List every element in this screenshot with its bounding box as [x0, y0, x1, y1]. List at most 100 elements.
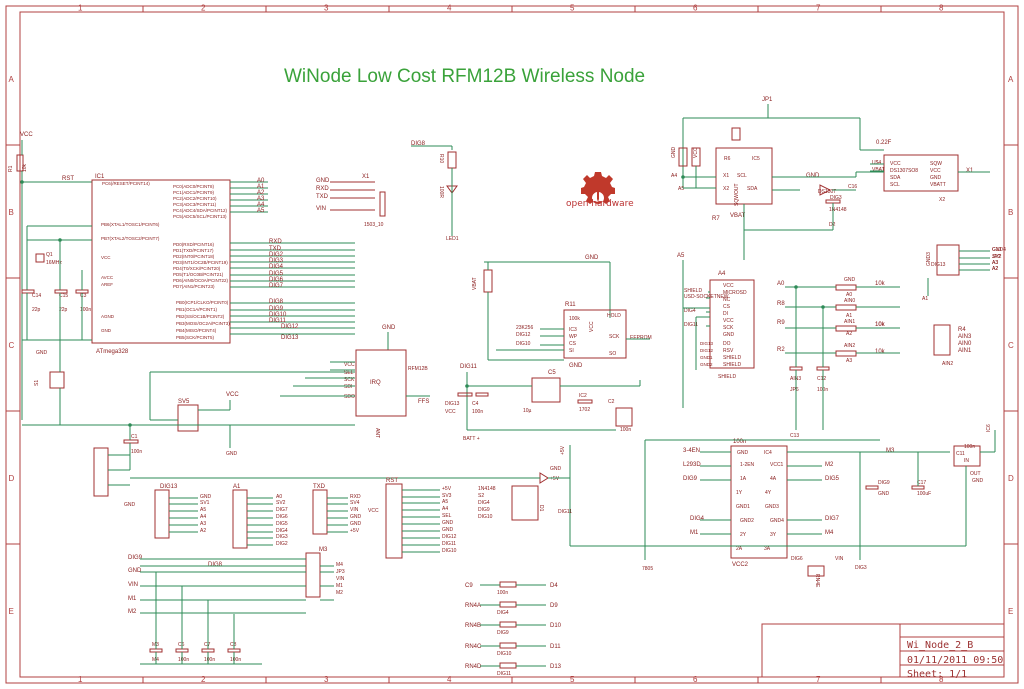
net-label: JP1 — [762, 97, 773, 103]
net-label: SV1 — [200, 500, 210, 506]
net-label: PB2(SS/OC1B/PCINT2) — [176, 314, 225, 319]
net-label: AIN3 — [958, 334, 972, 340]
net-label: M3 — [886, 448, 895, 454]
net-label: A0 — [276, 494, 282, 500]
net-label: RFM12B — [408, 366, 428, 372]
net-label: GND — [101, 328, 112, 333]
net-label: L293D — [683, 462, 701, 468]
net-label: GND — [36, 350, 48, 356]
net-label: A0 — [257, 178, 265, 184]
header — [177, 404, 199, 432]
junction-dot — [794, 285, 798, 289]
net-label: 1N4148 — [829, 207, 847, 213]
capacitor — [21, 289, 35, 294]
net-label: DIG6 — [791, 556, 803, 562]
net-label: S2 — [478, 493, 484, 499]
capacitor — [227, 648, 241, 653]
resistor — [499, 581, 517, 588]
net-label: SCK — [609, 334, 620, 340]
net-label: PD4(T0/XCK/PCINT20) — [173, 266, 221, 271]
net-label: DIG10 — [478, 514, 493, 520]
net-label: JP3 — [336, 569, 345, 575]
header — [385, 483, 403, 559]
net-label: 4A — [770, 476, 777, 482]
net-label: R1 — [8, 165, 14, 172]
title-block-date: 01/11/2011 09:50 — [907, 655, 1004, 666]
net-label: DIG10 — [269, 312, 287, 318]
net-label: TXD — [316, 194, 329, 200]
net-label: GND — [844, 277, 856, 283]
net-label: AVCC — [101, 275, 114, 280]
header — [933, 324, 951, 356]
net-label: 100n — [472, 409, 483, 415]
rtc-so8 — [883, 154, 959, 192]
capacitor — [816, 366, 830, 371]
net-label: VBAT — [872, 167, 885, 173]
net-label: SCL — [890, 182, 900, 188]
net-label: 100k — [569, 316, 580, 322]
net-label: 1Y — [736, 490, 743, 496]
net-label: 10k — [875, 281, 886, 287]
net-label: PB4(MISO/PCINT4) — [176, 328, 217, 333]
capacitor — [911, 485, 925, 490]
net-label: VCC — [930, 168, 941, 174]
net-label: C2 — [608, 399, 615, 405]
regulator — [531, 377, 561, 403]
net-label: 100n — [620, 427, 631, 433]
net-label: 22p — [59, 307, 68, 313]
column-label: 8 — [939, 675, 944, 684]
connector — [379, 191, 386, 217]
row-label: A — [1008, 75, 1014, 84]
net-label: C9 — [465, 583, 473, 589]
header — [936, 244, 960, 276]
net-label: DO — [723, 341, 731, 347]
net-label: DIG9 — [478, 507, 490, 513]
net-label: AIN2 — [844, 343, 855, 349]
net-label: DIG4 — [690, 516, 705, 522]
net-label: DIG13 — [160, 484, 178, 490]
row-label: D — [9, 474, 15, 483]
row-label: E — [1008, 607, 1013, 616]
logo-text: open hardware — [566, 199, 634, 209]
net-label: VCC — [890, 161, 901, 167]
net-label: RSV — [723, 348, 734, 354]
net-label: A2 — [992, 266, 998, 272]
net-label: PD5(T1/OC0B/PCINT21) — [173, 272, 224, 277]
net-label: PC4(ADC4/SDA/PCINT12) — [173, 208, 228, 213]
net-label: 10k — [875, 322, 886, 328]
net-label: RXD — [350, 494, 361, 500]
net-label: DIG12 — [442, 534, 457, 540]
resistor — [499, 621, 517, 628]
net-label: DIG13 — [931, 262, 946, 268]
junction-dot — [58, 238, 62, 242]
net-label: PB0(ICP1/CLKO/PCINT0) — [176, 300, 229, 305]
net-label: NC — [723, 297, 731, 303]
net-label: C12 — [817, 376, 826, 382]
net-label: GND — [723, 332, 735, 338]
header — [154, 489, 170, 539]
capacitor — [865, 485, 879, 490]
net-label: DIG3 — [276, 534, 288, 540]
net-label: PC2(ADC2/PCINT10) — [173, 196, 217, 201]
crystal — [731, 127, 741, 141]
net-label: AIN1 — [844, 319, 855, 325]
net-label: +5V — [560, 445, 566, 455]
net-label: 7805 — [642, 566, 653, 572]
net-label: GND — [350, 521, 362, 527]
net-label: C3 — [80, 293, 87, 299]
net-label: D2 — [829, 222, 836, 228]
net-label: SI — [569, 348, 574, 354]
net-label: AIN0 — [958, 341, 972, 347]
capacitor — [577, 399, 593, 404]
net-label: D1 — [538, 505, 544, 512]
net-label: VCC — [226, 392, 239, 398]
net-label: A3 — [992, 260, 998, 266]
net-label: DIG13 — [445, 401, 460, 407]
column-label: 2 — [201, 4, 206, 13]
net-label: PD6(AIN0/OC0A/PCINT22) — [173, 278, 229, 283]
net-label: VCC1 — [770, 462, 784, 468]
row-label: A — [9, 75, 15, 84]
net-label: DIG8 — [269, 299, 284, 305]
net-label: GND1 — [700, 355, 713, 360]
net-label: 1A — [740, 476, 747, 482]
